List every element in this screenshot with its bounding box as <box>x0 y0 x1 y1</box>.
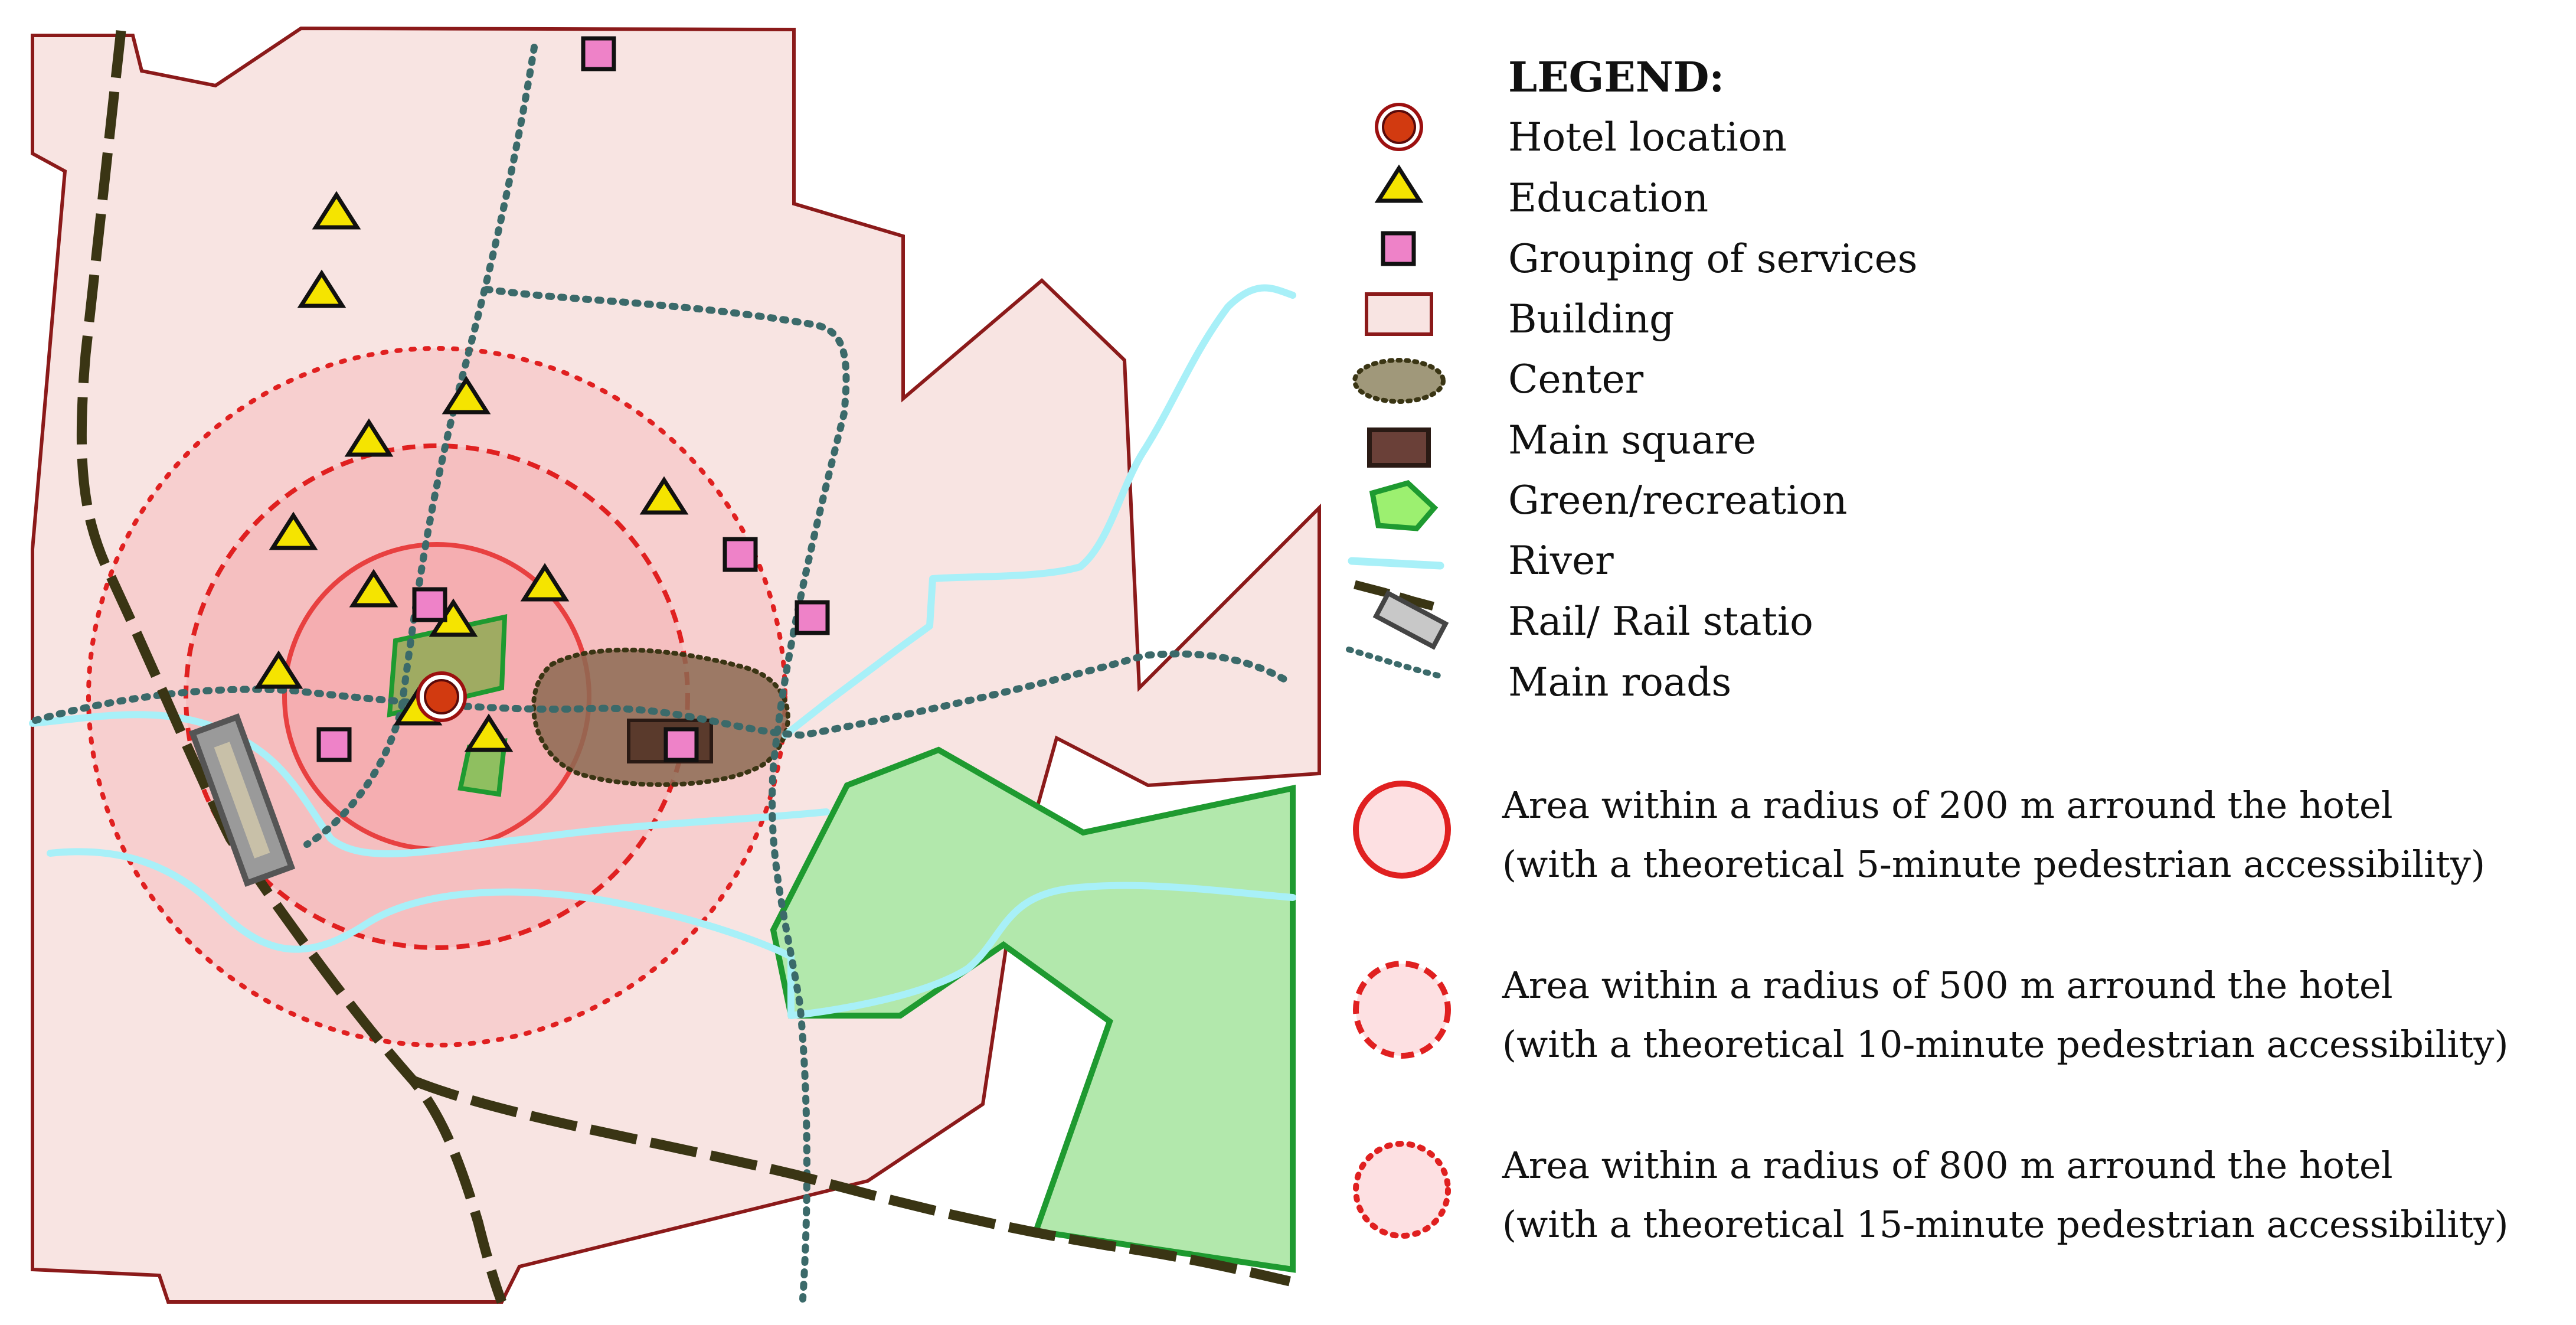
services-icon <box>795 600 830 635</box>
radius-800-line1: Area within a radius of 800 m arround th… <box>1502 1144 2393 1187</box>
building-icon <box>1365 292 1433 336</box>
services-icon <box>723 537 758 572</box>
legend-list: Hotel location Education Grouping of ser… <box>1346 103 1918 705</box>
education-points <box>254 191 689 752</box>
radius-legend: Area within a radius of 200 m arround th… <box>1353 781 2509 1246</box>
legend-label-rail: Rail/ Rail statio <box>1508 599 1813 644</box>
education-icon <box>349 569 398 608</box>
radius-800-icon <box>1353 1141 1451 1239</box>
radius-500-line1: Area within a radius of 500 m arround th… <box>1502 964 2393 1007</box>
legend-label-services: Grouping of services <box>1508 236 1918 282</box>
radius-200-line2: (with a theoretical 5-minute pedestrian … <box>1502 843 2485 886</box>
rail-station-icon <box>1354 580 1449 650</box>
education-icon <box>312 191 361 230</box>
services-icon <box>412 587 447 622</box>
center-icon <box>1352 358 1446 404</box>
road-north-south <box>303 44 538 848</box>
rivers <box>29 284 1296 1019</box>
legend-label-center: Center <box>1508 357 1644 402</box>
legend-label-river: River <box>1508 538 1614 583</box>
main-roads-icon <box>1346 647 1443 679</box>
education-icon <box>520 563 570 602</box>
river-1 <box>29 711 830 857</box>
services-icon <box>663 727 699 762</box>
education-icon <box>297 269 346 308</box>
rail-line-east <box>411 1076 1291 1287</box>
road-east-west <box>32 650 1287 739</box>
education-icon <box>442 376 491 415</box>
hotel-marker <box>416 671 467 722</box>
railway <box>76 30 1291 1304</box>
radius-200-icon <box>1353 781 1451 879</box>
green-recreation-icon <box>1369 479 1439 531</box>
radius-500-line2: (with a theoretical 10-minute pedestrian… <box>1502 1023 2509 1066</box>
rail-line <box>76 30 506 1304</box>
river-2 <box>47 848 1296 1019</box>
education-icon <box>344 418 394 457</box>
radius-800-line2: (with a theoretical 15-minute pedestrian… <box>1502 1203 2509 1246</box>
legend-label-hotel: Hotel location <box>1508 115 1787 160</box>
road-east <box>483 286 850 1303</box>
services-icon <box>1381 231 1416 266</box>
legend-title: LEGEND: <box>1508 53 1724 102</box>
legend-label-green: Green/recreation <box>1508 478 1848 523</box>
services-icon <box>316 727 352 762</box>
education-icon <box>269 511 318 550</box>
legend-label-education: Education <box>1508 175 1708 221</box>
legend-label-building: Building <box>1508 296 1674 342</box>
hotel-icon <box>1375 103 1423 151</box>
radius-200-line1: Area within a radius of 200 m arround th… <box>1502 784 2393 827</box>
rail-station <box>188 713 296 887</box>
main-roads <box>32 44 1287 1303</box>
legend-label-main-square: Main square <box>1508 417 1756 463</box>
center-area <box>531 647 790 787</box>
education-icon <box>464 713 514 752</box>
radius-500-icon <box>1353 961 1451 1059</box>
services-icon <box>581 36 616 71</box>
education-icon <box>254 650 303 689</box>
education-icon <box>639 476 689 515</box>
main-square-icon <box>1367 427 1431 468</box>
services-points <box>316 36 830 762</box>
education-icon <box>1374 164 1424 203</box>
river-icon <box>1348 557 1444 570</box>
river-3 <box>782 284 1296 739</box>
legend-label-roads: Main roads <box>1508 660 1731 705</box>
